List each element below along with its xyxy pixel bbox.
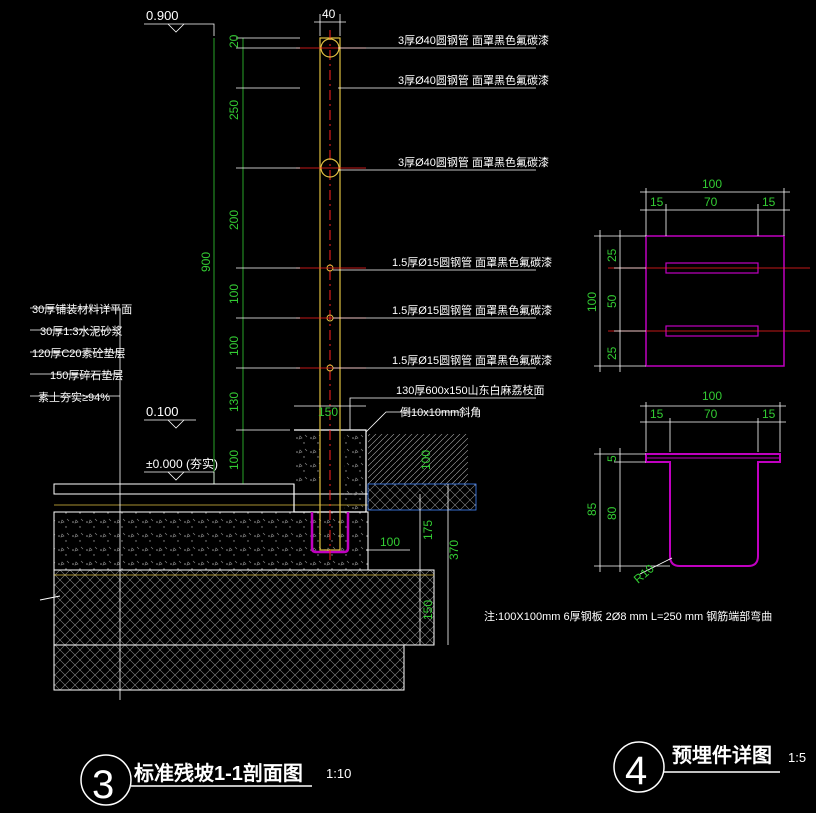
dim-150-gravel: 150 <box>421 600 435 620</box>
mid-elevation-label: 0.100 <box>146 404 179 419</box>
layer-callout-3: 120厚C20素砼垫层 <box>32 346 126 360</box>
layer-callout-labels: 30厚铺装材料详平面 30厚1:3水泥砂浆 120厚C20素砼垫层 150厚碎石… <box>32 302 132 404</box>
section-drawing: 0.900 40 0.100 ±0.000 (夯实) 20 250 200 10… <box>30 7 772 700</box>
left-title-text: 标准残坡1-1剖面图 <box>134 761 303 785</box>
side-dim-50: 50 <box>605 294 619 308</box>
rail-callout-2: 3厚Ø40圆钢管 面罩黑色氟碳漆 <box>398 73 549 87</box>
rail-callout-6: 1.5厚Ø15圆钢管 面罩黑色氟碳漆 <box>392 353 552 367</box>
vertical-dimension-labels: 20 250 200 100 100 130 100 900 <box>199 34 241 470</box>
rail-callout-labels: 3厚Ø40圆钢管 面罩黑色氟碳漆 3厚Ø40圆钢管 面罩黑色氟碳漆 3厚Ø40圆… <box>392 33 552 419</box>
left-title-circle <box>80 754 132 806</box>
rail-markers <box>296 38 366 372</box>
chamfer-callout: 倒10x10mm斜角 <box>400 406 481 419</box>
steel-note: 注:100X100mm 6厚钢板 2Ø8 mm L=250 mm 钢筋端部弯曲 <box>484 609 772 623</box>
layer-callout-1: 30厚铺装材料详平面 <box>32 302 132 316</box>
base-dimension-labels: 150 100 175 370 150 100 <box>318 405 461 620</box>
side-dim-100: 100 <box>585 292 599 312</box>
post-width-label: 40 <box>322 7 336 21</box>
section-dimension-lines <box>594 402 786 575</box>
gravel-layer <box>53 569 435 646</box>
dim-100-b: 100 <box>227 336 241 356</box>
stone-callout: 130厚600x150山东白麻荔枝面 <box>396 383 545 397</box>
dim-900: 900 <box>199 252 213 272</box>
dim-130: 130 <box>227 392 241 412</box>
plate-section <box>645 453 781 567</box>
plate-detail: 100 15 70 15 100 25 50 25 100 <box>585 177 810 586</box>
post-width-dimension <box>314 14 346 36</box>
plan-dimension-labels: 100 15 70 15 100 25 50 25 <box>585 177 776 360</box>
sec-dim-15-left: 15 <box>650 407 664 421</box>
side-dim-25-bottom: 25 <box>605 346 619 360</box>
rail-callout-1: 3厚Ø40圆钢管 面罩黑色氟碳漆 <box>398 33 549 47</box>
dim-100-a: 100 <box>227 284 241 304</box>
plate-plan <box>645 235 785 367</box>
sec-dim-85: 85 <box>585 502 599 516</box>
layer-callout-5: 素土夯实≥94% <box>38 390 110 404</box>
rail-callout-3: 3厚Ø40圆钢管 面罩黑色氟碳漆 <box>398 155 549 169</box>
ground-elevation-label: ±0.000 (夯实) <box>146 456 218 471</box>
right-title-number: 4 <box>625 749 647 793</box>
sec-dim-100: 100 <box>702 389 722 403</box>
layer-callout-4: 150厚碎石垫层 <box>50 368 123 382</box>
plan-dim-15-left: 15 <box>650 195 664 209</box>
right-title-text: 预埋件详图 <box>672 743 772 767</box>
sec-dim-70: 70 <box>704 407 718 421</box>
break-line <box>39 595 61 601</box>
curb-stone-fill <box>296 432 320 484</box>
side-dim-25-top: 25 <box>605 248 619 262</box>
layer-callout-2: 30厚1:3水泥砂浆 <box>40 324 123 338</box>
plan-dim-100: 100 <box>702 177 722 191</box>
dim-100-c: 100 <box>227 450 241 470</box>
right-title-circle <box>613 741 665 793</box>
sec-dim-80: 80 <box>605 506 619 520</box>
rail-callout-5: 1.5厚Ø15圆钢管 面罩黑色氟碳漆 <box>392 303 552 317</box>
dim-150-top: 150 <box>318 405 338 419</box>
sec-dim-5: 5 <box>605 455 619 462</box>
rail-callout-4: 1.5厚Ø15圆钢管 面罩黑色氟碳漆 <box>392 255 552 269</box>
dim-200: 200 <box>227 210 241 230</box>
right-title-block: 4 预埋件详图 1:5 <box>613 741 806 793</box>
section-dimension-labels: 100 15 70 15 85 5 80 R10 <box>585 389 776 586</box>
radius-label: R10 <box>631 561 657 586</box>
left-title-block: 3 标准残坡1-1剖面图 1:10 <box>80 754 351 807</box>
dim-250: 250 <box>227 100 241 120</box>
plan-dim-70: 70 <box>704 195 718 209</box>
curb-stone <box>293 429 367 513</box>
dim-370: 370 <box>447 540 461 560</box>
right-title-scale: 1:5 <box>788 750 806 765</box>
sec-dim-15-right: 15 <box>762 407 776 421</box>
soil-layer <box>53 644 405 691</box>
top-elevation-label: 0.900 <box>146 8 179 23</box>
pebble-area <box>367 483 477 511</box>
dim-100-base: 100 <box>380 535 400 549</box>
callout-leaders <box>333 47 536 433</box>
plan-dim-15-right: 15 <box>762 195 776 209</box>
plan-dimension-lines <box>594 188 790 372</box>
left-title-number: 3 <box>92 763 114 807</box>
left-title-scale: 1:10 <box>326 766 351 781</box>
elevation-markers <box>144 23 215 484</box>
dim-20: 20 <box>227 34 241 48</box>
curb-stone-fill-2 <box>344 432 364 510</box>
base-dimension-lines <box>294 405 449 645</box>
vertical-dimension-chain <box>206 37 300 485</box>
paving-layer <box>53 483 295 495</box>
dim-175: 175 <box>421 520 435 540</box>
grass-area <box>368 434 468 484</box>
dim-100-grass: 100 <box>419 450 433 470</box>
concrete-layer <box>53 511 369 571</box>
layer-callout-leader <box>30 307 121 700</box>
